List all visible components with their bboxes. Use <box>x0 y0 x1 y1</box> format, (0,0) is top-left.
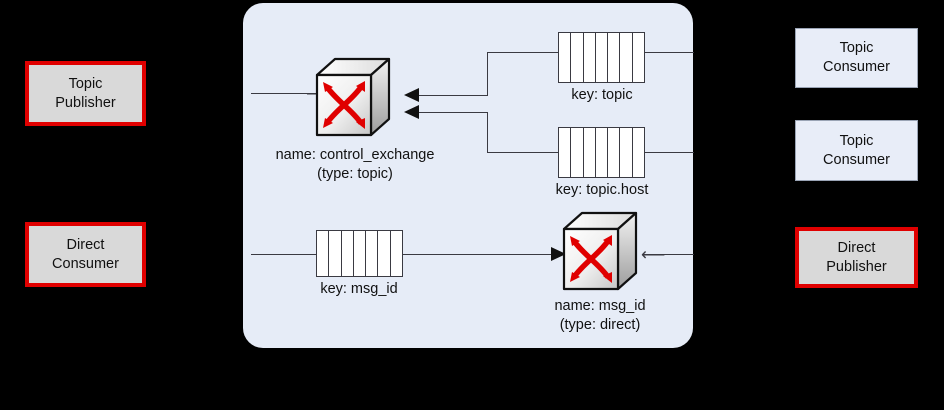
queue-cell <box>559 33 572 82</box>
direct-consumer-box[interactable]: Direct Consumer <box>25 222 146 287</box>
edge-topichost-queue-rise <box>487 112 488 153</box>
queue-cell <box>633 33 644 82</box>
topic-consumer-box-2[interactable]: Topic Consumer <box>795 120 918 181</box>
queue-cell <box>608 128 621 177</box>
edge-topic-queue-left <box>487 52 559 53</box>
arrowhead-topic-queue-to-exchange <box>404 88 419 102</box>
queue-topic-label: key: topic <box>571 87 633 103</box>
queue-msg-id-label: key: msg_id <box>320 281 398 297</box>
queue-topic[interactable] <box>558 32 645 83</box>
queue-cell <box>571 128 584 177</box>
edge-direct-consumer-to-queue <box>251 254 317 255</box>
queue-topic-host[interactable] <box>558 127 645 178</box>
queue-cell <box>620 128 633 177</box>
direct-publisher-box[interactable]: Direct Publisher <box>795 227 918 288</box>
queue-cell <box>571 33 584 82</box>
queue-cell <box>329 231 342 276</box>
exchange-control-exchange-label: name: control_exchange (type: topic) <box>263 146 447 184</box>
topic-consumer-label-2: Topic Consumer <box>823 132 890 168</box>
edge-topichost-queue-left <box>487 152 559 153</box>
exchange-msg-id-label: name: msg_id (type: direct) <box>508 297 692 335</box>
queue-topic-host-label: key: topic.host <box>555 182 649 198</box>
edge-topichost-queue-to-consumer <box>644 152 694 153</box>
queue-cell <box>620 33 633 82</box>
queue-cell <box>559 128 572 177</box>
direct-publisher-label: Direct Publisher <box>826 239 887 275</box>
arrowhead-topichost-queue-to-exchange <box>404 105 419 119</box>
queue-cell <box>608 33 621 82</box>
edge-topic-queue-drop <box>487 52 488 95</box>
queue-cell <box>378 231 391 276</box>
edge-topic-queue-to-consumer <box>644 52 694 53</box>
queue-cell <box>596 128 609 177</box>
queue-cell <box>584 128 596 177</box>
topic-publisher-label: Topic Publisher <box>55 75 116 111</box>
queue-cell <box>596 33 609 82</box>
exchange-name-text: name: msg_id <box>554 298 646 314</box>
exchange-name-text: name: control_exchange <box>275 147 435 163</box>
queue-cell <box>317 231 330 276</box>
exchange-type-text: (type: topic) <box>317 165 393 182</box>
queue-cell <box>354 231 367 276</box>
queue-msg-id[interactable] <box>316 230 403 277</box>
queue-cell <box>584 33 596 82</box>
exchange-icon <box>315 57 391 137</box>
arrowhead-direct-publisher-to-exchange: ⟵ <box>641 245 666 264</box>
exchange-control-exchange[interactable] <box>313 57 393 139</box>
topic-publisher-box[interactable]: Topic Publisher <box>25 61 146 126</box>
exchange-type-text: (type: direct) <box>559 316 641 333</box>
topic-consumer-label-1: Topic Consumer <box>823 40 890 75</box>
direct-consumer-label: Direct Consumer <box>52 236 119 272</box>
queue-cell <box>366 231 379 276</box>
topic-consumer-box-1[interactable]: Topic Consumer <box>795 28 918 88</box>
queue-cell <box>633 128 644 177</box>
arrowhead-queue-to-msgid-exchange <box>551 247 566 261</box>
edge-msgid-queue-to-exchange <box>403 254 551 255</box>
queue-cell <box>391 231 402 276</box>
edge-publisher-to-exchange <box>251 93 314 94</box>
queue-cell <box>342 231 354 276</box>
exchange-icon <box>562 211 638 291</box>
exchange-msg-id[interactable] <box>560 211 640 293</box>
edge-direct-publisher-to-exchange <box>650 254 694 255</box>
edge-topichost-queue-to-exchange <box>418 112 488 113</box>
edge-topic-queue-to-exchange <box>418 95 488 96</box>
